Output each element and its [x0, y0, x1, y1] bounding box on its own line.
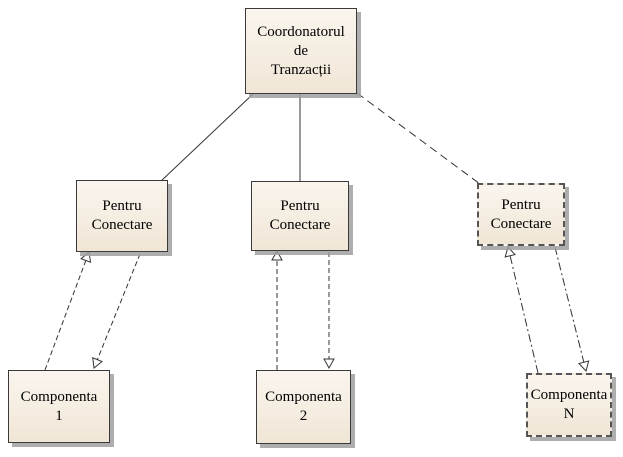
component-n-label-line-2: N — [563, 406, 575, 422]
connector-box-2: Pentru Conectare — [251, 181, 349, 251]
connector-n-label-line-2: Conectare — [490, 215, 552, 232]
component-1-label-line-1: Componenta — [20, 388, 98, 405]
connector-2-label-line-1: Pentru — [280, 198, 320, 214]
link-coordinator-connector-n — [356, 92, 481, 185]
component-1-label-line-2: 1 — [55, 407, 63, 424]
coordinator-label-line-1: Coordonatorul — [257, 23, 345, 40]
connector-n-label-line-1: Pentru — [501, 196, 541, 213]
connector-1-label-line-2: Conectare — [91, 217, 153, 233]
component-2-label-line-1: Componenta — [265, 389, 342, 405]
transaction-coordinator-box: Coordonatorul de Tranzacții — [245, 8, 357, 94]
connector-1-label-line-1: Pentru — [102, 198, 142, 214]
link-coordinator-connector-1 — [159, 93, 254, 183]
arrow-component-n-to-connector-n — [504, 245, 539, 374]
arrow-connector-n-to-component-n — [554, 246, 590, 372]
coordinator-label-line-3: Tranzacții — [270, 61, 332, 78]
arrow-component-1-to-connector-1 — [44, 251, 92, 371]
connector-box-n: Pentru Conectare — [477, 183, 565, 246]
component-box-n: Componenta N — [526, 373, 612, 437]
connector-box-1: Pentru Conectare — [76, 180, 168, 252]
component-2-label-line-2: 2 — [299, 408, 308, 424]
connector-2-label-line-2: Conectare — [269, 217, 331, 233]
arrow-connector-1-to-component-1 — [92, 253, 141, 369]
component-box-2: Componenta 2 — [256, 370, 351, 444]
component-n-label-line-1: Componenta — [530, 387, 608, 403]
coordinator-label-line-2: de — [293, 42, 309, 59]
component-box-1: Componenta 1 — [8, 370, 110, 443]
